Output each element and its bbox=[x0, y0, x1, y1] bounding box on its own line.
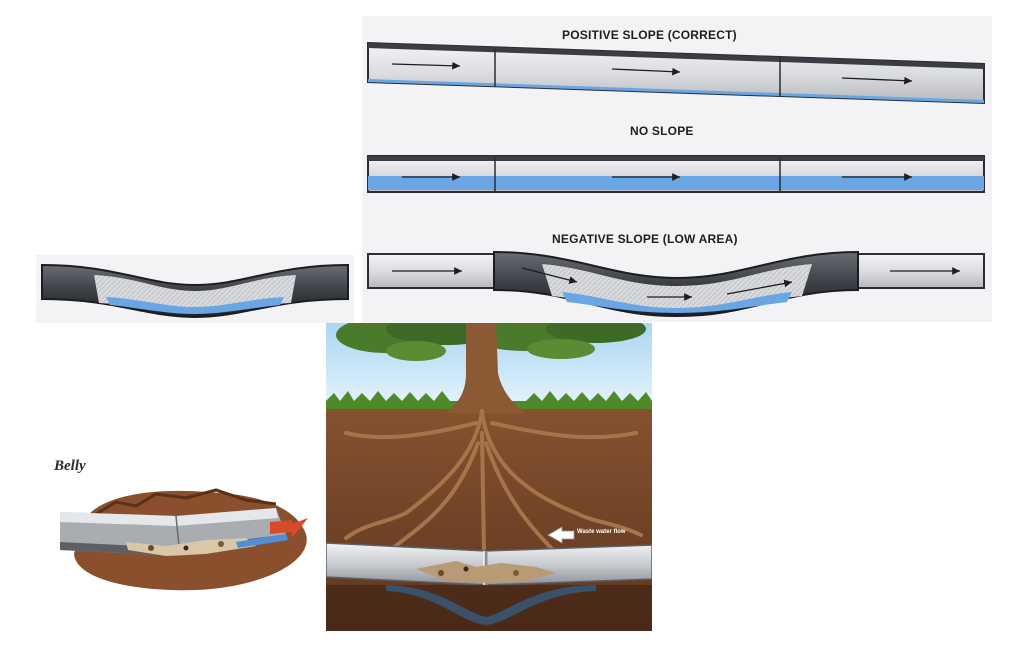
tree-roots bbox=[344, 409, 643, 565]
positive-slope-pipe bbox=[367, 41, 985, 105]
negative-slope-label: NEGATIVE SLOPE (LOW AREA) bbox=[552, 232, 738, 246]
no-slope-pipe bbox=[367, 155, 985, 193]
sag-pipe-illustration bbox=[36, 255, 354, 323]
no-slope-label: NO SLOPE bbox=[630, 124, 694, 138]
positive-slope-label: POSITIVE SLOPE (CORRECT) bbox=[562, 28, 737, 42]
waste-water-flow-label: Waste water flow bbox=[577, 529, 626, 535]
negative-slope-pipe bbox=[367, 250, 985, 318]
root-intrusion-illustration bbox=[326, 323, 652, 631]
belly-label: Belly bbox=[54, 458, 86, 474]
slope-pipes-illustration bbox=[367, 41, 985, 318]
belly-pipe-illustration bbox=[60, 488, 308, 591]
sewer-pipe bbox=[326, 542, 652, 586]
